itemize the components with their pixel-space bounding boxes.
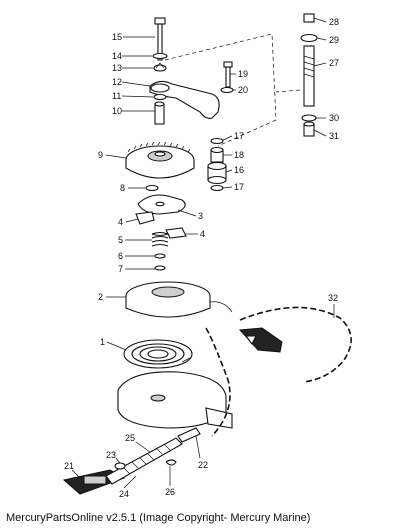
- leader-lines: [71, 17, 335, 489]
- rewind-spring-1[interactable]: [123, 339, 193, 369]
- washer-7[interactable]: [154, 265, 166, 271]
- washer-14[interactable]: [152, 52, 168, 60]
- callout-17-upper: 17: [234, 131, 244, 141]
- retainer-plate-3[interactable]: [137, 194, 186, 215]
- callout-15: 15: [112, 32, 122, 42]
- callout-5: 5: [118, 235, 123, 245]
- callout-9: 9: [98, 150, 103, 160]
- callout-29: 29: [329, 35, 339, 45]
- callout-4-left: 4: [118, 217, 123, 227]
- callout-6: 6: [118, 251, 123, 261]
- callout-12: 12: [112, 77, 122, 87]
- callout-8: 8: [120, 183, 125, 193]
- roller-16[interactable]: [207, 161, 227, 185]
- spring-5[interactable]: [151, 231, 170, 247]
- grip-handle[interactable]: [238, 327, 283, 353]
- copyright-footer: MercuryPartsOnline v2.5.1 (Image Copyrig…: [6, 512, 311, 524]
- shaft-24[interactable]: [105, 437, 183, 485]
- washer-20[interactable]: [220, 86, 234, 94]
- callout-24: 24: [119, 489, 129, 499]
- callout-7: 7: [118, 264, 123, 274]
- callout-19: 19: [238, 69, 248, 79]
- callout-26: 26: [165, 487, 175, 497]
- callout-17-lower: 17: [234, 182, 244, 192]
- callout-1: 1: [100, 337, 105, 347]
- collar-29[interactable]: [300, 33, 318, 43]
- callout-2: 2: [98, 292, 103, 302]
- callout-10: 10: [112, 106, 122, 116]
- callout-16: 16: [234, 165, 244, 175]
- pin-10[interactable]: [154, 101, 165, 125]
- callout-4-right: 4: [200, 229, 205, 239]
- callout-21: 21: [64, 461, 74, 471]
- gear-9[interactable]: [125, 141, 195, 179]
- callout-23: 23: [106, 450, 116, 460]
- bolt-19[interactable]: [223, 61, 233, 88]
- washer-17-upper[interactable]: [210, 137, 224, 145]
- callout-32: 32: [328, 293, 338, 303]
- callout-13: 13: [112, 63, 122, 73]
- clip-26[interactable]: [165, 459, 177, 466]
- rope-cable-32[interactable]: [205, 306, 352, 437]
- pawl-4-right[interactable]: [165, 227, 187, 239]
- shaft-27[interactable]: [303, 45, 315, 107]
- callout-30: 30: [329, 113, 339, 123]
- bushing-18[interactable]: [210, 146, 224, 163]
- callout-11: 11: [112, 91, 121, 101]
- callout-31: 31: [329, 131, 339, 141]
- callout-18: 18: [234, 150, 244, 160]
- spring-25[interactable]: [177, 427, 201, 443]
- washer-8[interactable]: [145, 184, 159, 192]
- callout-28: 28: [329, 17, 339, 27]
- callout-25: 25: [125, 433, 135, 443]
- clip-13[interactable]: [153, 62, 167, 72]
- washer-17-lower[interactable]: [210, 184, 224, 192]
- washer-11[interactable]: [153, 93, 167, 101]
- callout-20: 20: [238, 85, 248, 95]
- callout-27: 27: [329, 58, 339, 68]
- knob-28[interactable]: [303, 13, 315, 23]
- starter-housing[interactable]: [117, 371, 233, 429]
- washer-30[interactable]: [301, 114, 317, 122]
- bushing-31[interactable]: [303, 121, 315, 137]
- pawl-4-left[interactable]: [135, 211, 155, 225]
- callout-labels: 15 14 13 12 11 10 9 8 3 4 4 5 6 7 2 1 17…: [64, 17, 339, 499]
- washer-6[interactable]: [154, 253, 166, 259]
- callout-14: 14: [112, 51, 122, 61]
- callout-3: 3: [198, 211, 203, 221]
- callout-22: 22: [198, 460, 208, 470]
- clip-23[interactable]: [114, 462, 126, 470]
- pulley-2[interactable]: [125, 281, 233, 318]
